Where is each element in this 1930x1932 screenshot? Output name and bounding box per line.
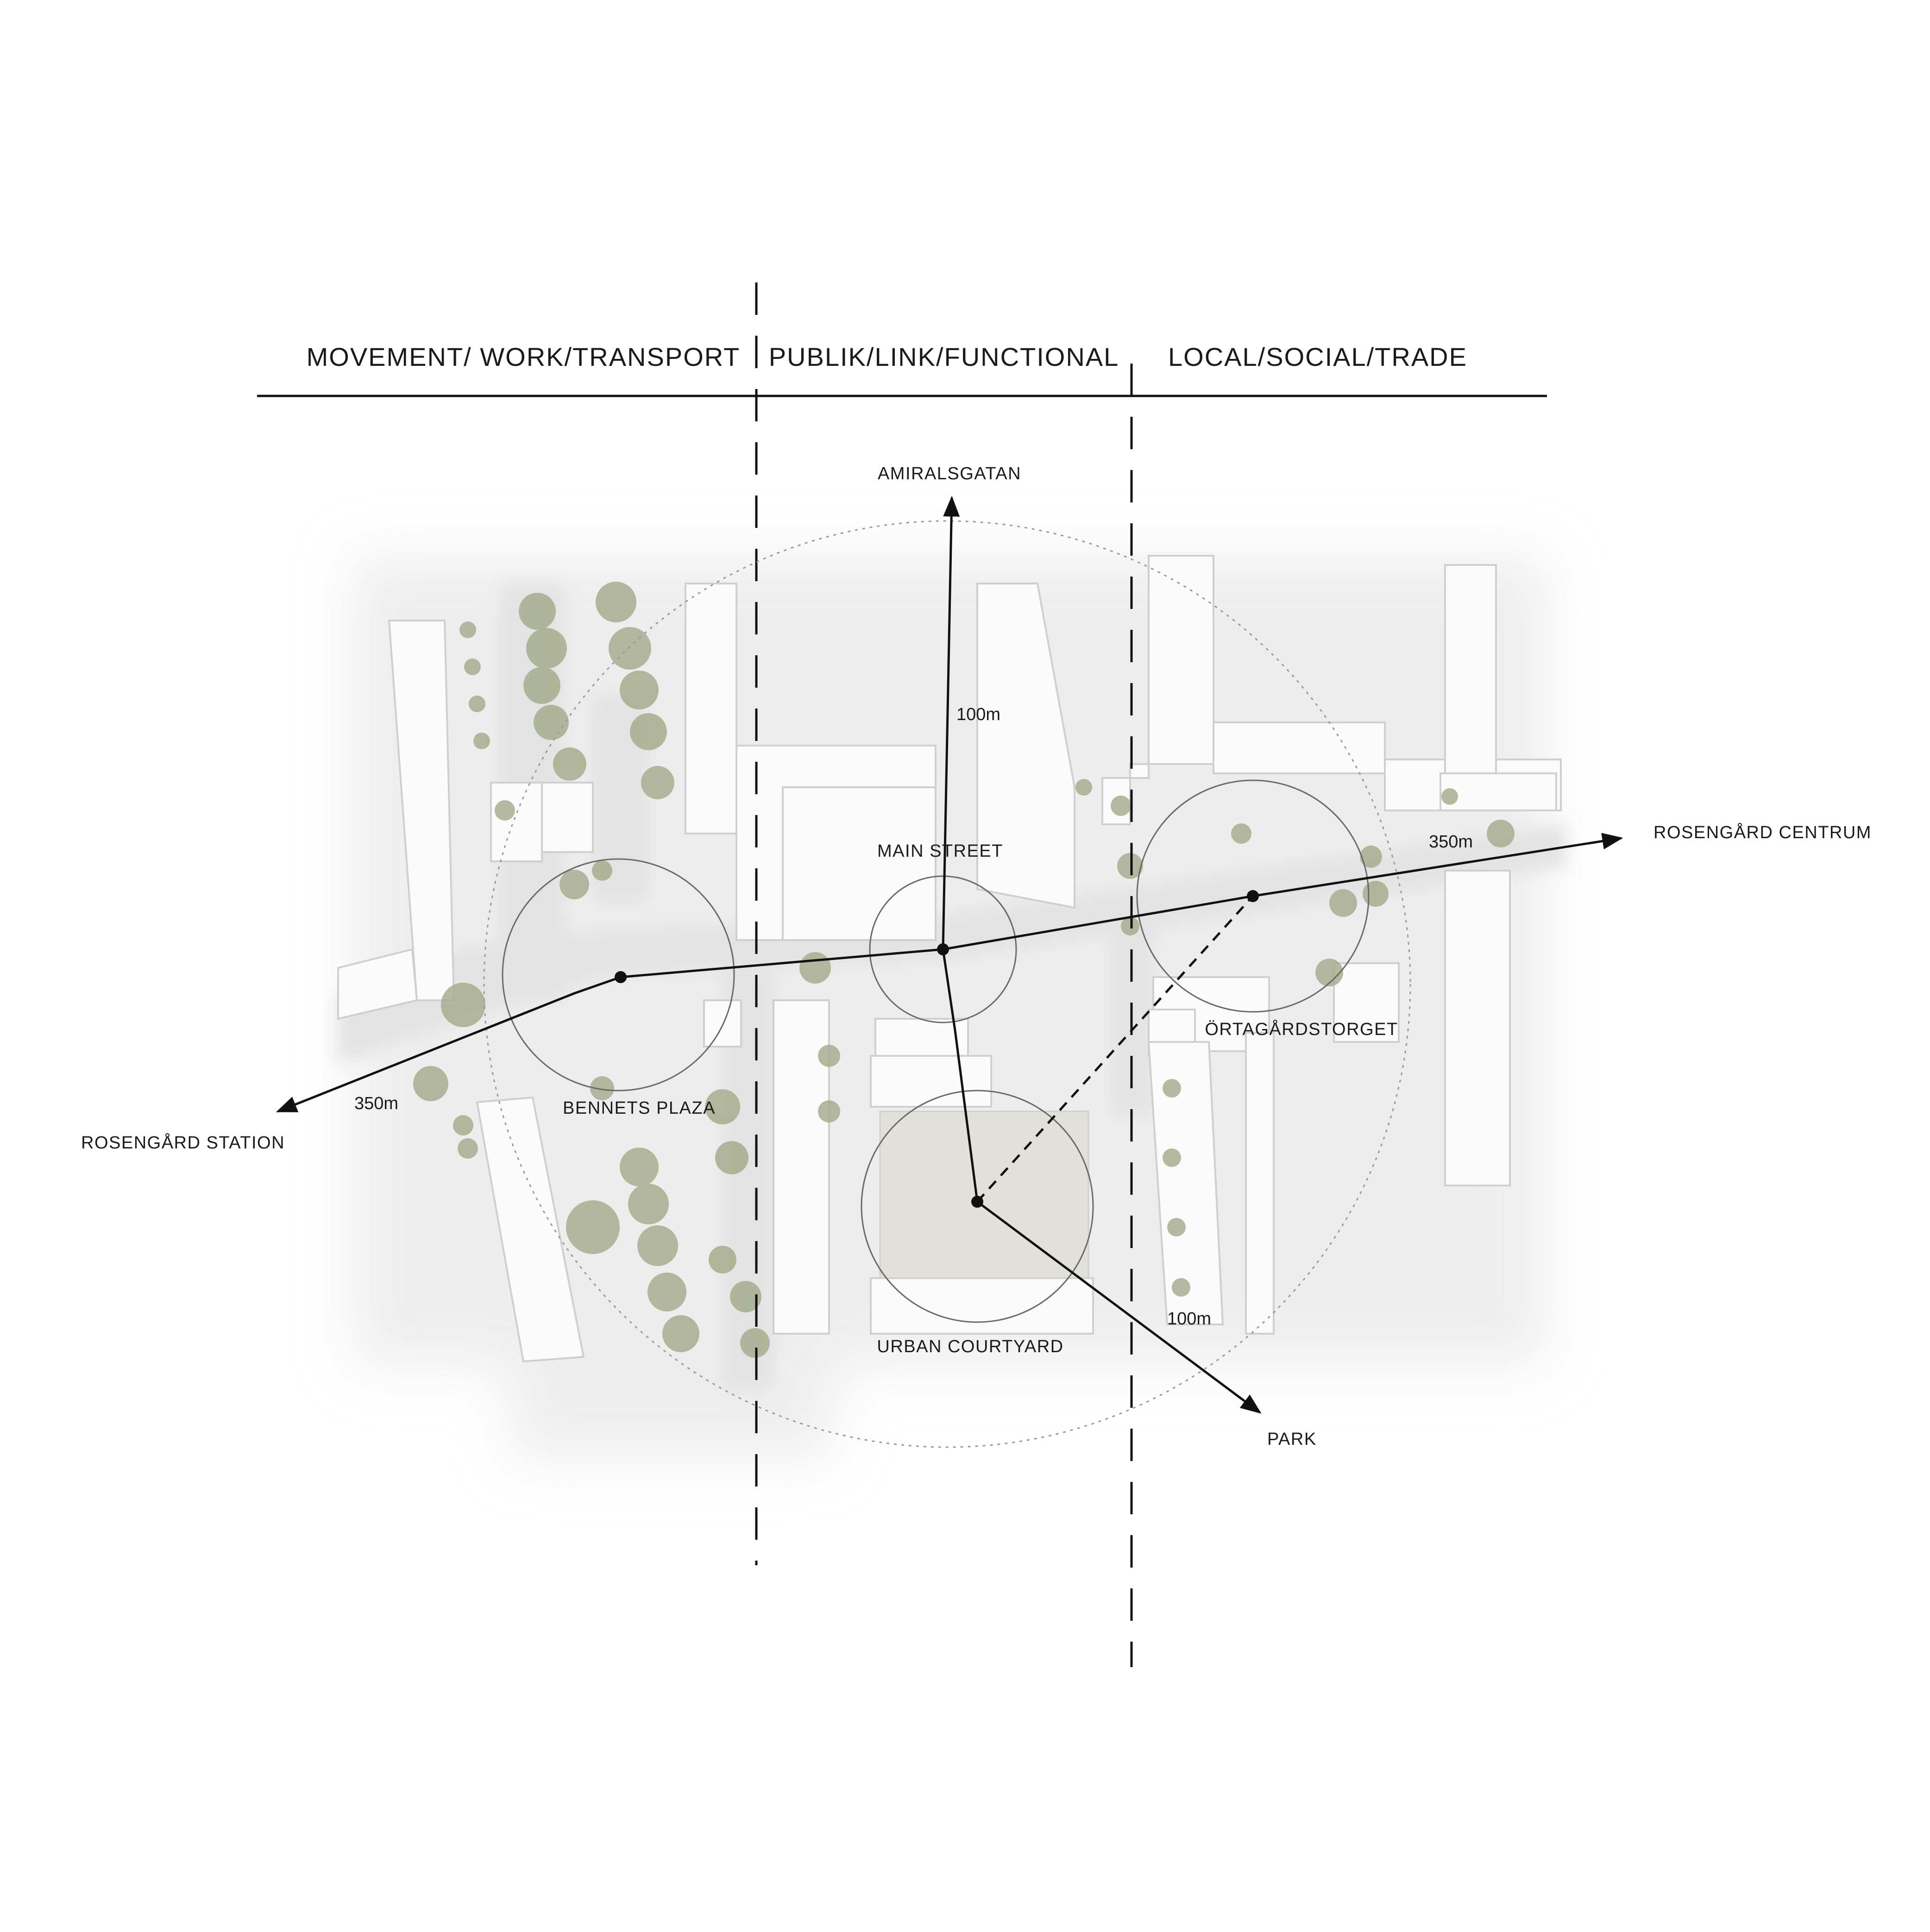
circle-bennets-plaza xyxy=(502,858,735,1091)
route-east xyxy=(620,833,1623,979)
dest-west-label: ROSENGÅRD STATION xyxy=(81,1132,285,1153)
node-main-street xyxy=(937,943,949,955)
circle-urban-courtyard xyxy=(861,1090,1094,1323)
place-bennets-label: BENNETS PLAZA xyxy=(563,1098,716,1118)
dist-east-label: 350m xyxy=(1429,832,1473,852)
route-west xyxy=(276,976,621,1113)
route-dashed-link xyxy=(976,895,1254,1203)
route-north xyxy=(942,496,960,950)
buildings xyxy=(337,555,1562,1363)
place-circles xyxy=(502,779,1370,1323)
zone-title-movement: MOVEMENT/ WORK/TRANSPORT xyxy=(307,342,741,371)
node-bennets xyxy=(615,971,627,983)
dest-south-label: PARK xyxy=(1267,1430,1317,1449)
trees xyxy=(413,582,1515,1358)
dist-south-label: 100m xyxy=(1167,1309,1211,1329)
node-ortagard xyxy=(1247,890,1259,902)
place-urban-courtyard-label: URBAN COURTYARD xyxy=(877,1337,1063,1356)
connections xyxy=(276,496,1623,1414)
place-main-street-label: MAIN STREET xyxy=(877,841,1003,861)
labels: AMIRALSGATAN ROSENGÅRD CENTRUM ROSENGÅRD… xyxy=(81,464,1872,1449)
zone-title-publik: PUBLIK/LINK/FUNCTIONAL xyxy=(769,342,1119,371)
circle-ortagardstorget xyxy=(1136,779,1370,1013)
circle-main-street xyxy=(869,875,1017,1023)
dest-north-label: AMIRALSGATAN xyxy=(878,464,1021,483)
dest-east-label: ROSENGÅRD CENTRUM xyxy=(1653,822,1872,842)
nodes xyxy=(615,890,1259,1208)
catchment-circle xyxy=(483,520,1411,1448)
zone-dividers xyxy=(755,282,1133,1667)
dist-north-label: 100m xyxy=(956,705,1000,724)
route-main-to-courtyard xyxy=(942,949,979,1202)
zone-title-local: LOCAL/SOCIAL/TRADE xyxy=(1168,342,1467,371)
dist-west-label: 350m xyxy=(354,1094,398,1113)
node-courtyard xyxy=(971,1196,983,1208)
zone-header: MOVEMENT/ WORK/TRANSPORT PUBLIK/LINK/FUN… xyxy=(257,342,1547,397)
route-south xyxy=(976,1200,1262,1414)
site-plan xyxy=(337,555,1565,1459)
place-ortagard-label: ÖRTAGÅRDSTORGET xyxy=(1205,1019,1398,1039)
